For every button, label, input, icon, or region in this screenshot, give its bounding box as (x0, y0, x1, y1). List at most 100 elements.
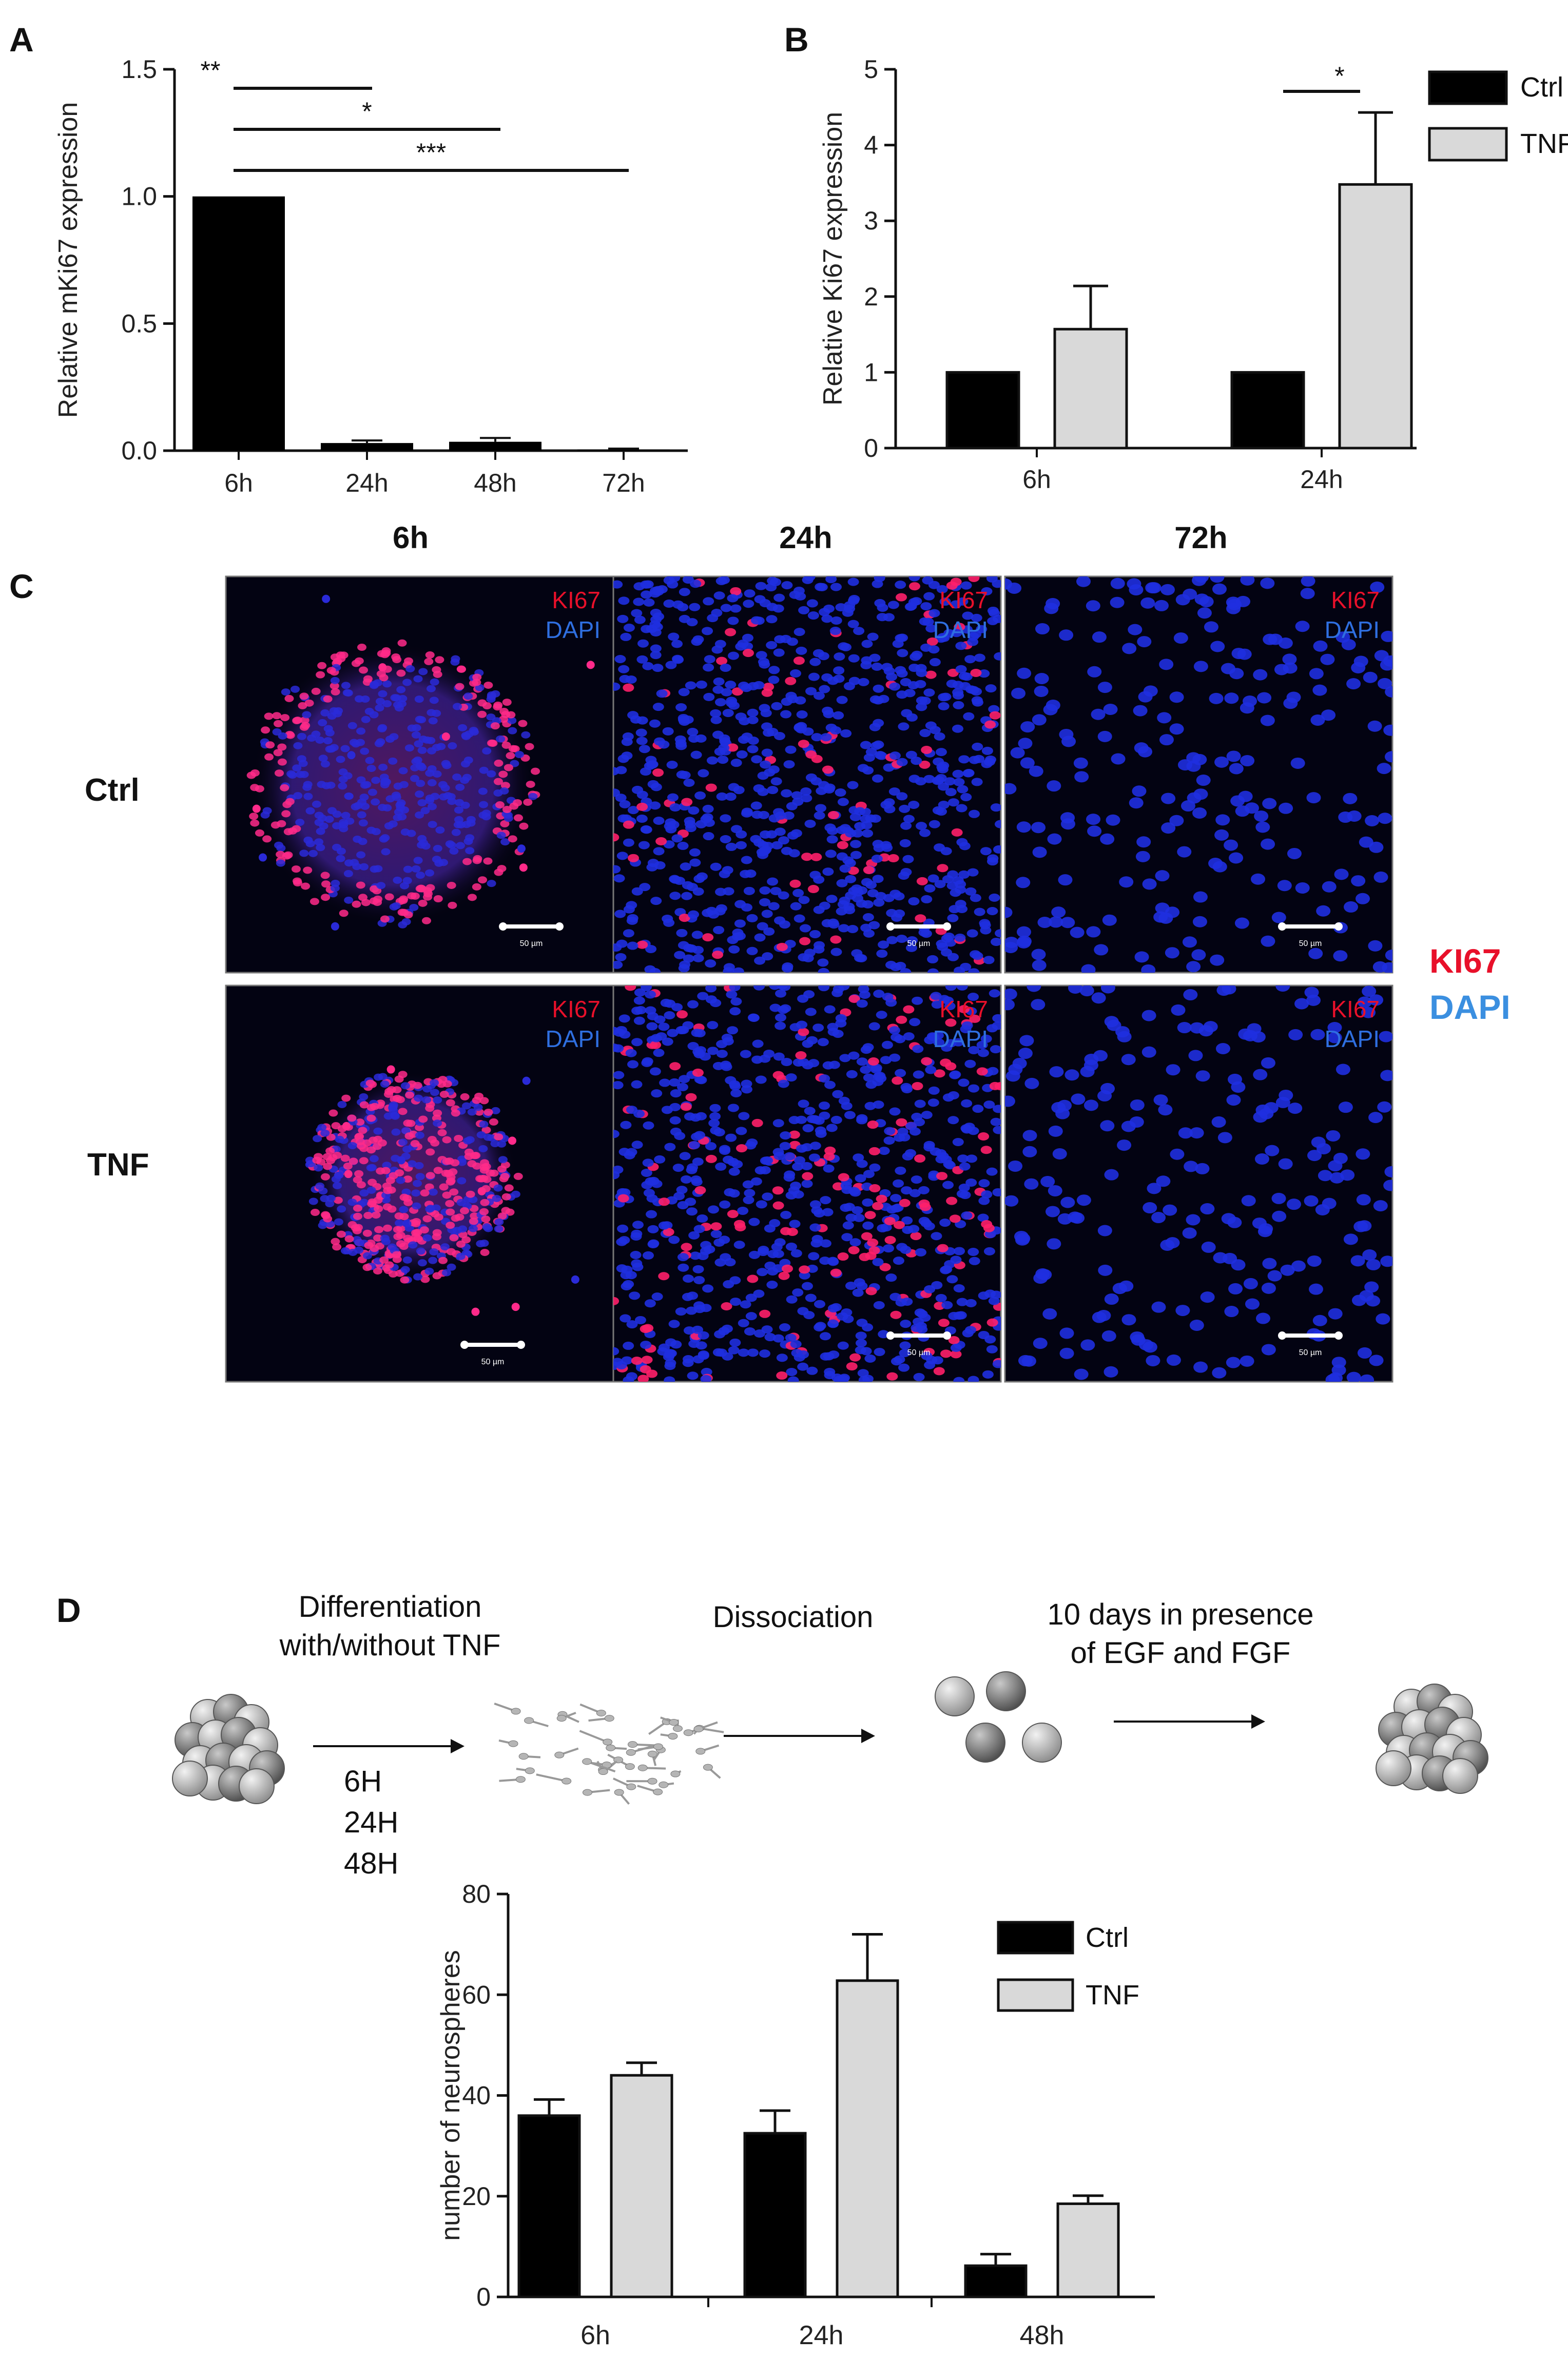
dapi-nucleus (775, 1013, 787, 1022)
dapi-nucleus (898, 1363, 910, 1372)
dapi-nucleus (893, 892, 905, 901)
dapi-nucleus (1005, 906, 1013, 918)
dapi-nucleus (394, 704, 404, 712)
dapi-nucleus (689, 848, 701, 857)
dapi-nucleus (710, 862, 722, 871)
dapi-nucleus (896, 758, 908, 766)
dapi-nucleus (669, 1103, 681, 1111)
neurite (579, 1730, 608, 1743)
dapi-nucleus (986, 576, 998, 583)
dapi-nucleus (992, 1360, 1001, 1368)
legend-swatch-Ctrl (997, 1921, 1074, 1955)
y-tick-label: 40 (462, 2081, 491, 2110)
dapi-nucleus (683, 943, 695, 952)
dapi-nucleus (868, 1022, 880, 1031)
dapi-nucleus (856, 954, 867, 962)
dapi-nucleus (366, 1186, 376, 1194)
dapi-nucleus (908, 775, 920, 783)
ki67-nucleus (320, 1173, 330, 1181)
dapi-nucleus (347, 1142, 357, 1150)
dapi-nucleus (1322, 881, 1337, 893)
ki67-nucleus (384, 893, 394, 901)
dapi-nucleus (358, 819, 368, 827)
dapi-nucleus (863, 1073, 875, 1082)
dapi-nucleus (1267, 1270, 1282, 1282)
dapi-nucleus (939, 597, 951, 606)
ki67-nucleus (344, 1235, 354, 1243)
dapi-nucleus (660, 998, 672, 1007)
dapi-nucleus (1097, 682, 1112, 693)
dapi-nucleus (340, 745, 350, 752)
dapi-nucleus (630, 1251, 642, 1260)
dapi-nucleus (1151, 1212, 1166, 1224)
dapi-nucleus (670, 1089, 682, 1098)
dapi-nucleus (1173, 632, 1188, 644)
dapi-nucleus (943, 629, 955, 637)
stray-nucleus (586, 661, 595, 669)
dapi-nucleus (1366, 1295, 1381, 1307)
ki67-nucleus (865, 1287, 877, 1296)
ki67-nucleus (400, 1276, 410, 1284)
dapi-nucleus (958, 672, 970, 681)
dapi-nucleus (989, 989, 1000, 998)
dapi-nucleus (441, 760, 451, 767)
dapi-nucleus (843, 902, 855, 911)
dapi-nucleus (1119, 876, 1134, 888)
ki67-nucleus (710, 1222, 722, 1231)
dapi-nucleus (669, 1078, 681, 1087)
dapi-nucleus (1184, 1161, 1198, 1172)
ki67-nucleus (884, 1235, 896, 1244)
scale-bar-end (886, 1331, 895, 1340)
dapi-nucleus (708, 1119, 720, 1128)
dapi-nucleus (981, 746, 993, 755)
dapi-nucleus (1059, 629, 1074, 641)
dapi-nucleus (1142, 878, 1157, 890)
dapi-nucleus (662, 914, 673, 923)
dapi-nucleus (756, 651, 767, 660)
dapi-nucleus (492, 1194, 501, 1202)
dapi-nucleus (682, 716, 694, 724)
ki67-nucleus (617, 1194, 629, 1203)
dapi-nucleus (646, 1022, 658, 1031)
dapi-nucleus (711, 609, 723, 617)
ki67-nucleus (652, 768, 664, 777)
dapi-nucleus (959, 682, 971, 690)
dapi-nucleus (938, 702, 950, 710)
dapi-nucleus (1253, 669, 1268, 681)
dapi-nucleus (740, 1300, 751, 1309)
cell-body (582, 1758, 592, 1765)
dapi-nucleus (1335, 1064, 1350, 1075)
ki67-nucleus (501, 741, 511, 749)
dapi-nucleus (1255, 821, 1270, 833)
dapi-nucleus (872, 840, 884, 848)
dapi-nucleus (967, 1376, 979, 1382)
dapi-nucleus (830, 1115, 842, 1124)
dapi-nucleus (497, 1140, 507, 1148)
dapi-nucleus (398, 694, 408, 702)
dapi-nucleus (1049, 1066, 1064, 1078)
dapi-nucleus (1301, 576, 1315, 587)
dapi-nucleus (736, 750, 748, 759)
dapi-nucleus (695, 680, 707, 689)
dapi-nucleus (950, 600, 962, 609)
dapi-nucleus (674, 951, 686, 959)
dapi-nucleus (1165, 947, 1179, 959)
ki67-nucleus (311, 1209, 320, 1216)
dapi-nucleus (1104, 1366, 1118, 1378)
dapi-nucleus (1366, 1259, 1381, 1270)
dapi-nucleus (714, 747, 726, 756)
dapi-nucleus (424, 869, 434, 877)
dapi-nucleus (909, 1127, 921, 1136)
dapi-nucleus (702, 1284, 714, 1293)
stray-nucleus (571, 1275, 579, 1284)
dapi-nucleus (900, 1320, 912, 1328)
dapi-nucleus (912, 996, 923, 1005)
dapi-nucleus (371, 777, 381, 784)
dapi-nucleus (314, 1164, 323, 1172)
dapi-nucleus (1084, 1053, 1099, 1065)
dapi-nucleus (924, 884, 936, 893)
y-tick-label: 0 (476, 2283, 491, 2311)
dapi-nucleus (326, 745, 336, 753)
dapi-nucleus (1226, 1094, 1241, 1106)
